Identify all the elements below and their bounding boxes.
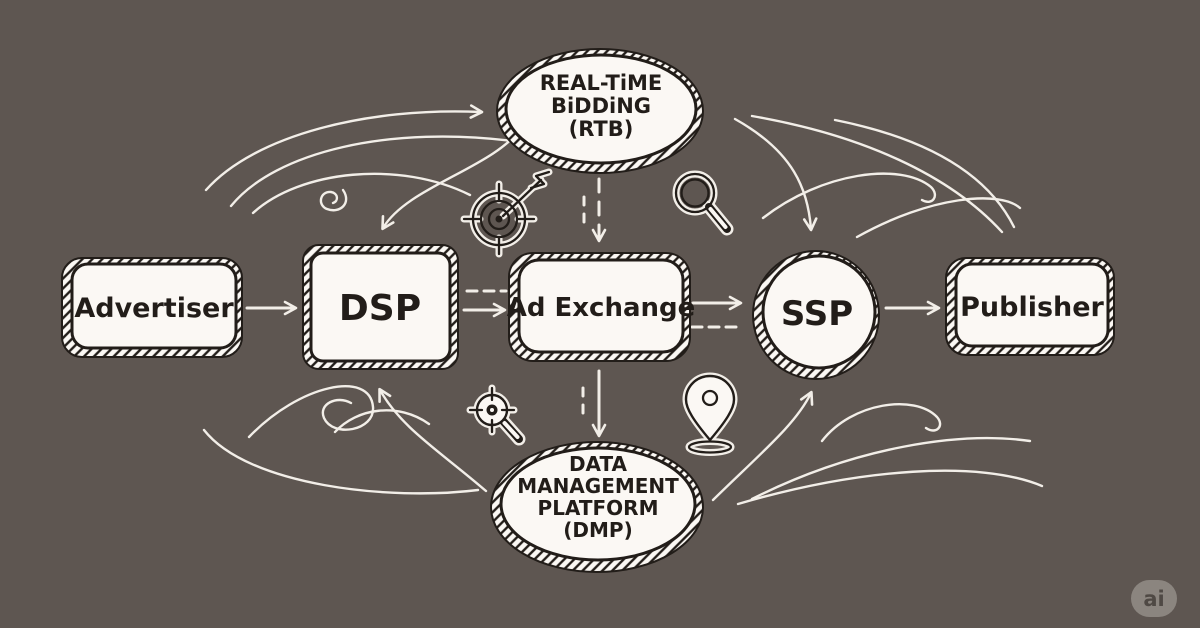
node-advertiser-label: Advertiser	[74, 293, 234, 324]
location-pin-hole	[701, 389, 719, 407]
target-dart-bullseye	[495, 215, 503, 223]
node-rtb-label-line3: (RTB)	[569, 117, 634, 141]
node-advertiser: Advertiser	[61, 257, 243, 358]
node-dmp-face	[499, 446, 697, 562]
node-dmp-label-line3: PLATFORM	[538, 496, 659, 520]
location-pin-base	[687, 440, 733, 454]
watermark: ai	[1131, 580, 1177, 617]
doodle-arc	[833, 118, 1016, 229]
doodle-arc	[202, 428, 480, 495]
target-search-icon	[466, 384, 526, 446]
node-rtb-face	[504, 53, 698, 165]
doodle-arrow-to-dsp-bottom	[378, 387, 488, 493]
doodle-arrow-to-ssp-bottom	[711, 390, 814, 502]
magnifier-lens-inner	[680, 178, 710, 208]
doodle-curl	[761, 172, 936, 220]
doodle-arrow-to-dsp-top	[381, 125, 524, 231]
target-dart-ring-inner	[487, 207, 511, 231]
target-dart-feathers	[529, 170, 551, 190]
node-rtb-label-line2: BiDDiNG	[551, 94, 651, 118]
location-pin-icon	[682, 372, 738, 456]
node-publisher-face	[954, 262, 1110, 348]
magnifier-icon	[672, 170, 734, 236]
doodle-curves-bottom-right	[711, 390, 1044, 506]
target-search-handle-fill	[502, 421, 520, 439]
doodle-curves-top-right	[733, 114, 1022, 239]
node-ad-exchange: Ad Exchange	[507, 252, 696, 362]
node-ad-exchange-face	[517, 258, 685, 354]
doodle-arc	[251, 172, 472, 215]
node-ssp-face	[761, 254, 877, 370]
doodle-arc-to-rtb	[204, 104, 484, 192]
doodle-arrow-to-ssp-top	[733, 117, 818, 232]
node-dsp-label: DSP	[339, 288, 421, 329]
doodle-arc	[855, 197, 1022, 239]
doodle-arc	[736, 469, 1044, 506]
doodle-arc	[229, 135, 522, 208]
node-dmp: DATA MANAGEMENT PLATFORM (DMP)	[490, 441, 704, 573]
node-publisher: Publisher	[945, 257, 1115, 356]
doodle-arc	[333, 409, 431, 434]
node-dmp-label-line4: (DMP)	[563, 518, 632, 542]
magnifier-lens-outer	[674, 172, 716, 214]
node-ssp: SSP	[752, 250, 880, 380]
doodle-arc	[750, 437, 1032, 501]
doodle-curl	[820, 403, 942, 443]
doodle-loop	[247, 385, 375, 439]
location-pin-body	[684, 374, 736, 442]
magnifier-handle-fill	[708, 207, 728, 229]
node-advertiser-face	[70, 262, 238, 350]
target-search-dot-center	[490, 408, 494, 412]
target-dart-crosshair	[462, 182, 536, 256]
node-dsp-face	[309, 251, 452, 363]
node-rtb-label-line1: REAL-TiME	[540, 71, 663, 95]
doodle-arc	[750, 114, 1004, 234]
target-dart-icon	[460, 168, 553, 258]
target-search-crosshair	[468, 386, 516, 434]
node-ssp-label: SSP	[781, 294, 853, 334]
node-dmp-label-line2: MANAGEMENT	[517, 474, 679, 498]
doodle-curves-bottom-left	[202, 385, 488, 495]
doodle-spiral	[319, 188, 348, 212]
node-rtb: REAL-TiME BiDDiNG (RTB)	[496, 48, 704, 174]
flow-arrows	[245, 177, 941, 438]
node-publisher-label: Publisher	[960, 292, 1104, 323]
node-dsp: DSP	[302, 244, 459, 370]
node-dmp-label-line1: DATA	[569, 452, 628, 476]
watermark-pill	[1131, 580, 1177, 617]
watermark-label: ai	[1143, 587, 1164, 611]
node-ad-exchange-label: Ad Exchange	[507, 293, 696, 323]
